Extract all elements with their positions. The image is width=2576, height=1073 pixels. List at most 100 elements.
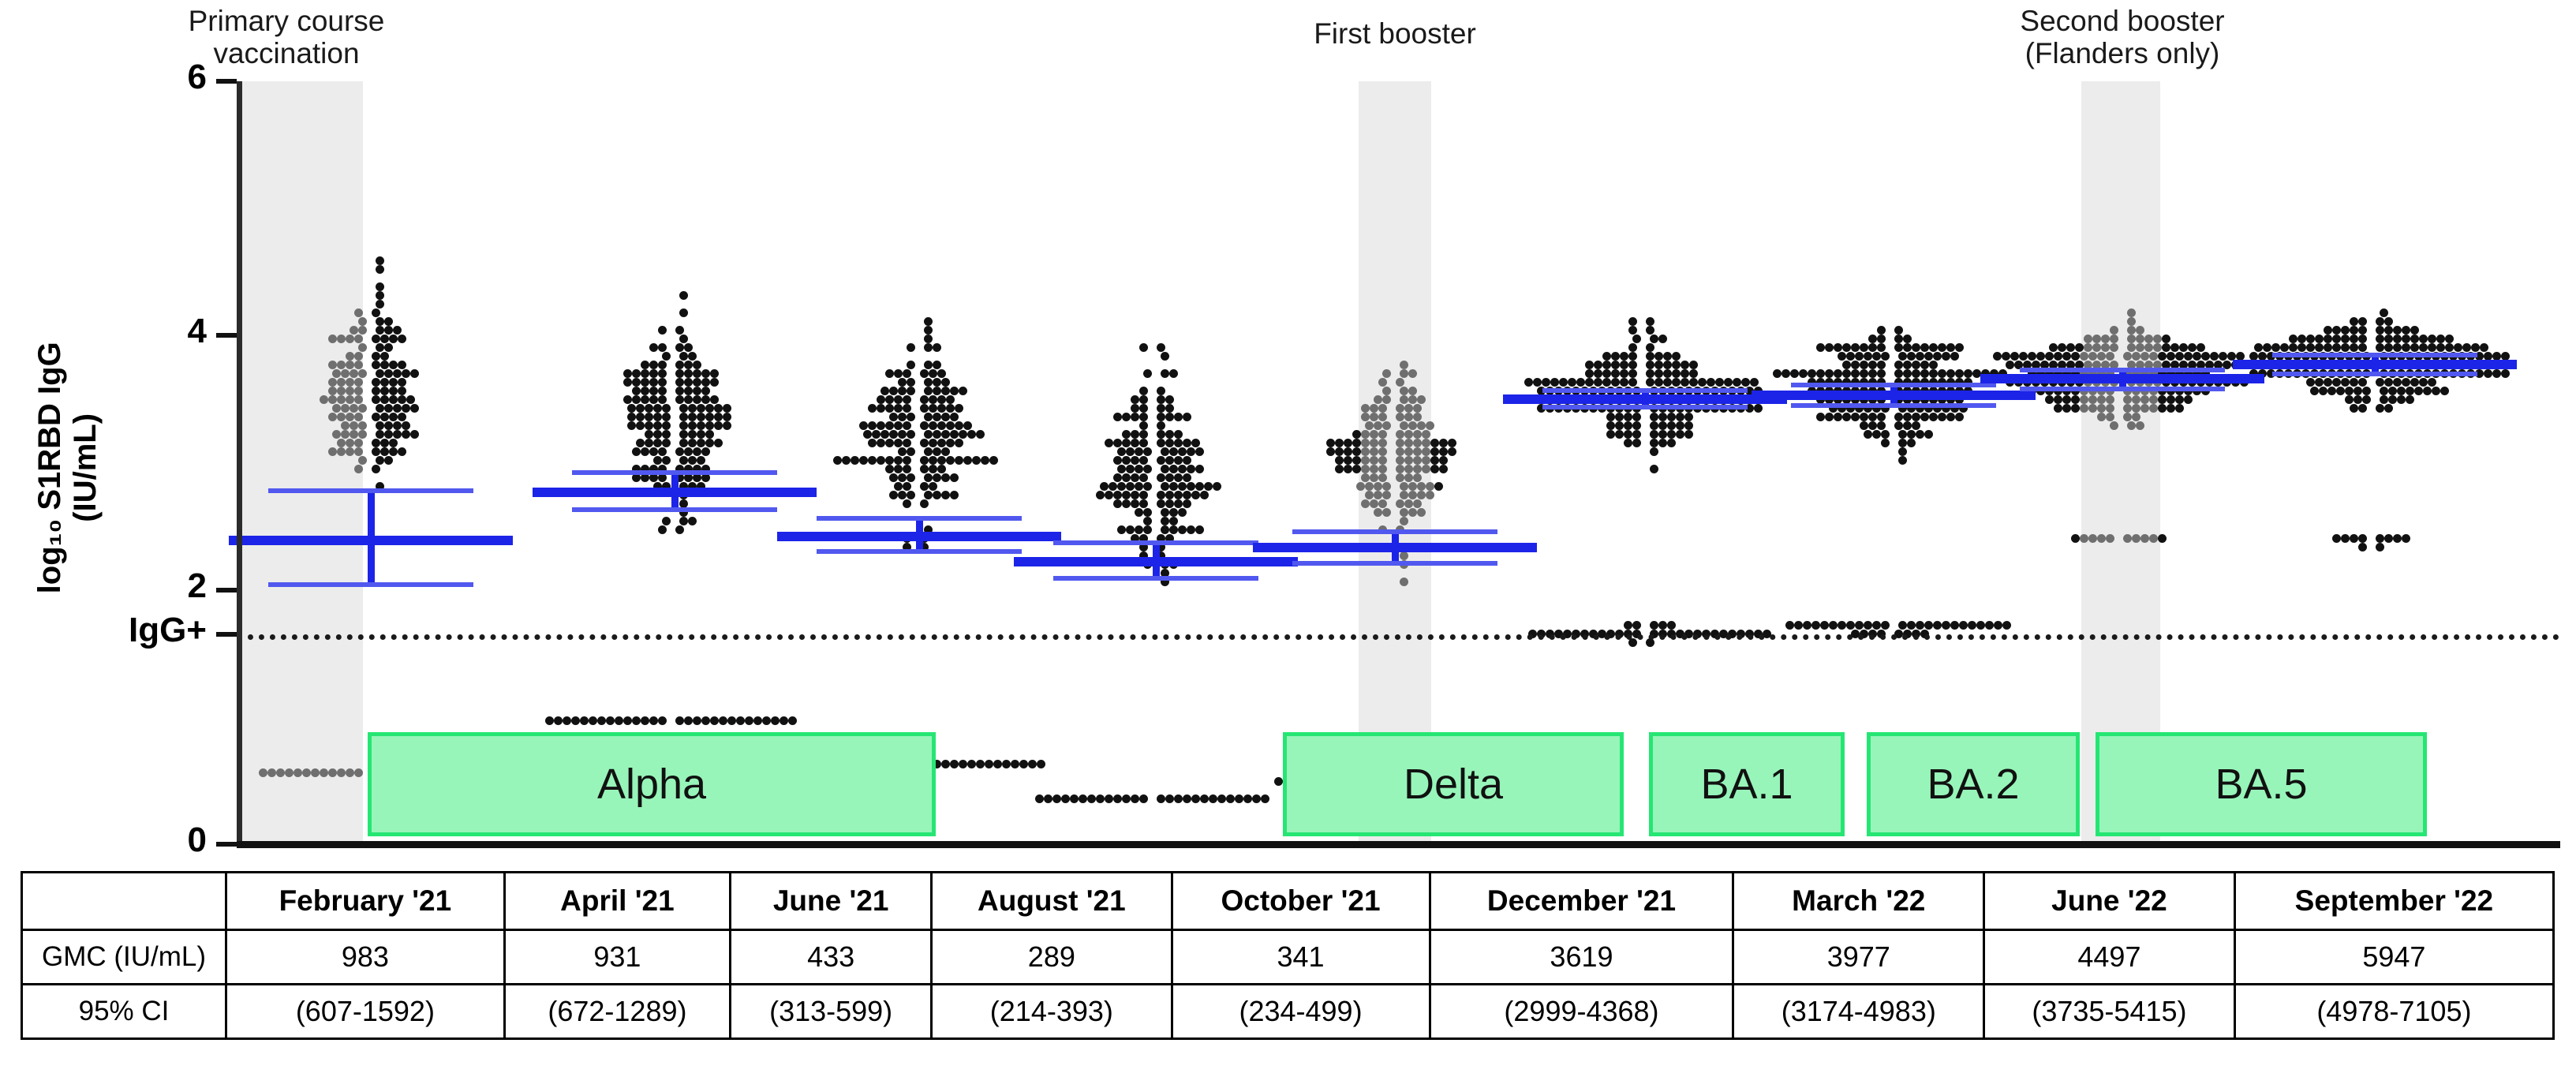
scatter-point: [327, 413, 337, 421]
ci-cap-upper-3: [1053, 540, 1258, 546]
scatter-point: [1763, 630, 1771, 638]
scatter-point: [1584, 378, 1594, 387]
scatter-point: [1378, 404, 1387, 413]
scatter-point: [1138, 456, 1148, 465]
scatter-point: [2397, 395, 2406, 404]
scatter-point: [345, 413, 354, 421]
scatter-point: [907, 378, 915, 387]
scatter-point: [2305, 343, 2315, 352]
scatter-point: [379, 439, 389, 447]
scatter-point: [1907, 404, 1916, 413]
scatter-point: [1928, 361, 1938, 369]
scatter-point: [2331, 343, 2341, 352]
ci-cap-lower-0: [268, 582, 473, 588]
scatter-point: [2383, 343, 2393, 352]
scatter-point: [1213, 482, 1221, 491]
scatter-point: [2079, 534, 2088, 543]
scatter-point: [293, 768, 302, 777]
scatter-point: [353, 439, 363, 447]
ci-cap-upper-5: [1542, 387, 1748, 393]
scatter-point: [397, 378, 406, 387]
scatter-point: [1421, 439, 1430, 447]
scatter-point: [376, 369, 384, 378]
scatter-point: [1173, 794, 1183, 803]
scatter-point: [345, 447, 354, 456]
variant-box-delta: Delta: [1283, 732, 1624, 837]
scatter-point: [1404, 465, 1413, 473]
scatter-point: [1864, 352, 1872, 361]
scatter-point: [1121, 413, 1131, 421]
scatter-point: [310, 768, 320, 777]
scatter-point: [2414, 387, 2423, 395]
scatter-point: [1619, 352, 1628, 361]
scatter-point: [2375, 343, 2384, 352]
scatter-point: [2188, 361, 2197, 369]
scatter-point: [1404, 430, 1413, 439]
scatter-point: [1859, 421, 1868, 430]
scatter-point: [1850, 378, 1860, 387]
scatter-point: [1898, 456, 1907, 465]
scatter-point: [1408, 369, 1417, 378]
scatter-point: [1417, 482, 1426, 491]
scatter-point: [1126, 465, 1135, 473]
scatter-point: [937, 439, 946, 447]
scatter-point: [1156, 404, 1165, 413]
scatter-point: [688, 439, 697, 447]
scatter-point: [2383, 534, 2393, 543]
scatter-point: [1650, 630, 1658, 638]
scatter-point: [605, 716, 615, 725]
scatter-point: [353, 378, 363, 387]
scatter-point: [1412, 447, 1422, 456]
scatter-point: [2218, 352, 2227, 361]
scatter-point: [675, 387, 684, 395]
scatter-point: [1374, 421, 1382, 430]
scatter-point: [376, 456, 384, 465]
scatter-point: [358, 369, 367, 378]
ci-cap-upper-8: [2272, 352, 2477, 357]
scatter-point: [679, 352, 688, 361]
scatter-point: [1645, 369, 1654, 378]
scatter-point: [1937, 343, 1946, 352]
scatter-point: [284, 768, 293, 777]
scatter-point: [345, 439, 354, 447]
scatter-point: [384, 326, 393, 335]
scatter-point: [907, 473, 915, 482]
scatter-point: [645, 430, 653, 439]
scatter-point: [1928, 378, 1938, 387]
scatter-point: [1343, 465, 1352, 473]
scatter-point: [2122, 395, 2132, 404]
scatter-point: [1610, 352, 1620, 361]
scatter-point: [1369, 413, 1378, 421]
scatter-point: [2357, 326, 2367, 335]
scatter-point: [1654, 378, 1663, 387]
scatter-point: [688, 430, 697, 439]
scatter-point: [2375, 326, 2384, 335]
scatter-point: [1563, 630, 1572, 638]
scatter-point: [1360, 413, 1370, 421]
scatter-point: [1121, 794, 1131, 803]
scatter-point: [1894, 343, 1903, 352]
scatter-point: [1165, 439, 1174, 447]
scatter-point: [1165, 413, 1174, 421]
scatter-point: [2079, 404, 2088, 413]
scatter-point: [924, 387, 933, 395]
scatter-point: [1143, 447, 1152, 456]
scatter-point: [2105, 413, 2114, 421]
scatter-point: [1360, 499, 1370, 508]
shaded-band-primary-course: [237, 81, 363, 844]
scatter-point: [963, 421, 972, 430]
scatter-point: [718, 716, 727, 725]
scatter-point: [2357, 317, 2367, 326]
scatter-point: [393, 404, 402, 413]
scatter-point: [1528, 630, 1537, 638]
scatter-point: [1169, 447, 1178, 456]
scatter-point: [393, 430, 402, 439]
scatter-point: [2166, 369, 2175, 378]
scatter-point: [950, 760, 959, 768]
scatter-point: [872, 430, 880, 439]
scatter-point: [1430, 456, 1439, 465]
scatter-point: [701, 387, 710, 395]
scatter-point: [657, 395, 667, 404]
scatter-point: [919, 439, 929, 447]
scatter-point: [2144, 343, 2153, 352]
